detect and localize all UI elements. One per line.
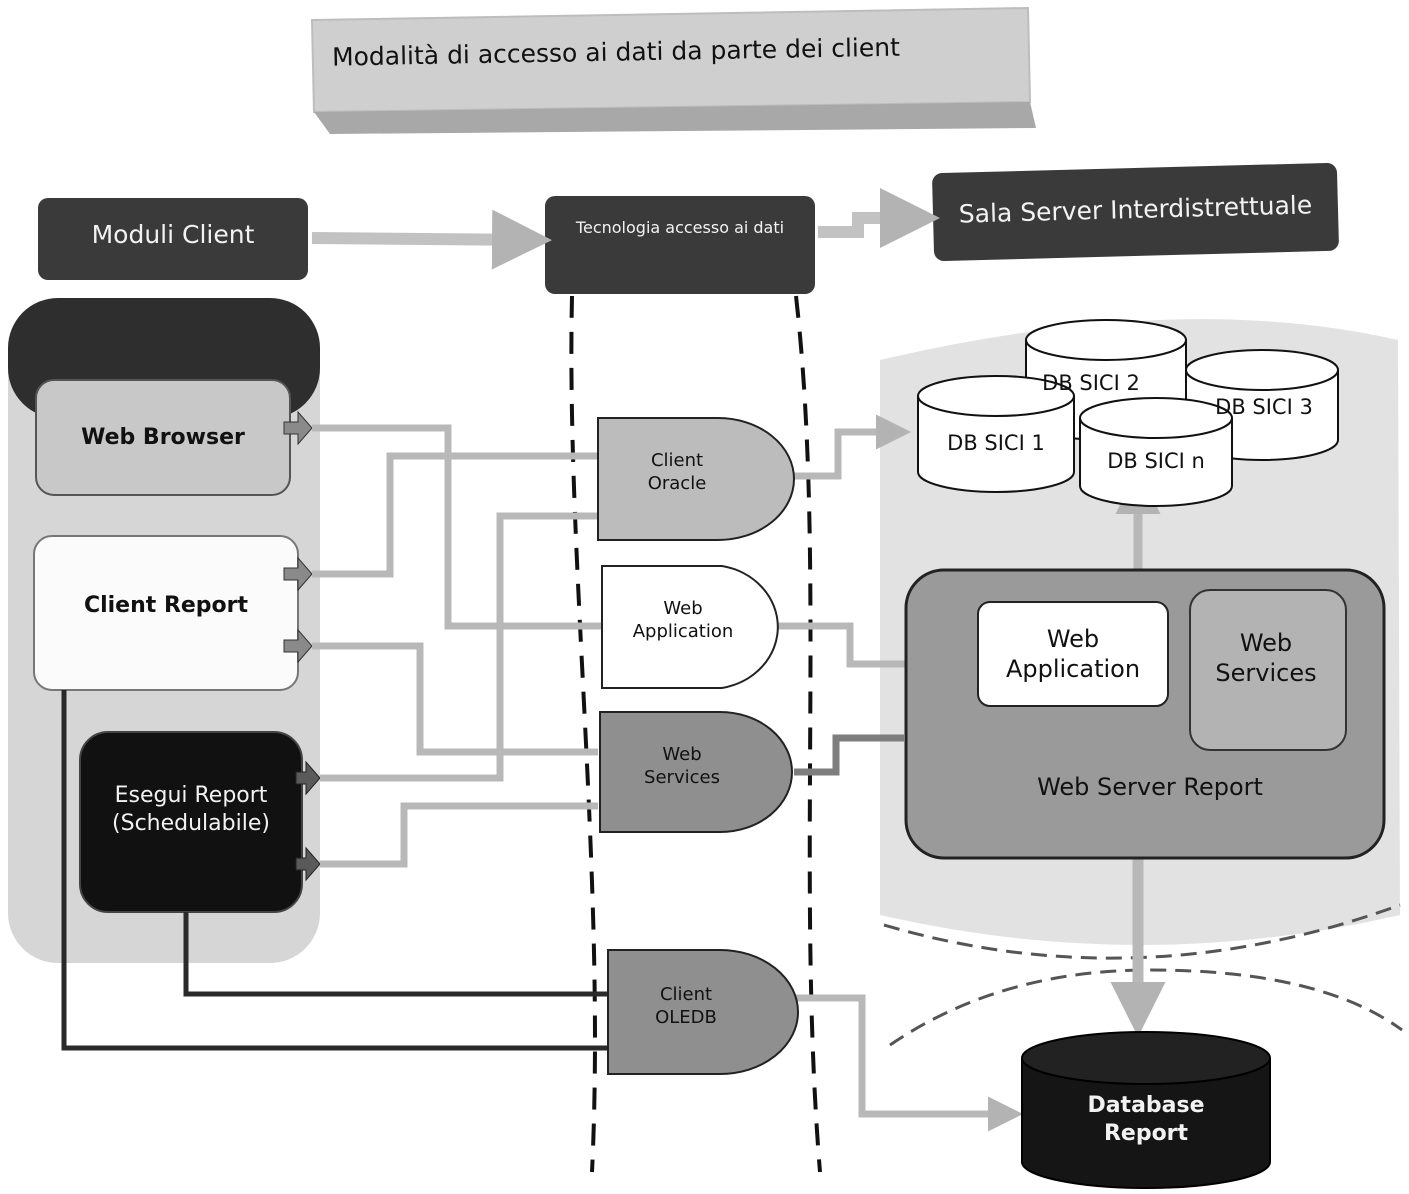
label-db-sici-2: DB SICI 2 bbox=[1042, 371, 1140, 395]
label-web-server-report: Web Server Report bbox=[1037, 773, 1263, 801]
header-tecnologia: Tecnologia accesso ai dati bbox=[575, 218, 785, 237]
label-client-oledb: Client OLEDB bbox=[655, 984, 717, 1028]
label-web-application-gate: Web Application bbox=[632, 598, 734, 642]
label-database-report: Database Report bbox=[1087, 1093, 1205, 1146]
label-web-browser: Web Browser bbox=[81, 425, 245, 450]
sala-server-box bbox=[932, 162, 1339, 262]
label-db-sici-3: DB SICI 3 bbox=[1215, 395, 1313, 419]
port-arrow-report-1 bbox=[283, 556, 313, 592]
gate-web-application bbox=[601, 565, 779, 689]
web-services-inner-box bbox=[1189, 589, 1347, 751]
header-moduli-client: Moduli Client bbox=[91, 220, 255, 249]
conn-report-services bbox=[312, 642, 598, 756]
conn-oracle-db bbox=[786, 414, 911, 480]
moduli-client-box bbox=[38, 198, 308, 280]
label-web-services-server: Web Services bbox=[1215, 629, 1317, 687]
port-arrow-report-2 bbox=[283, 628, 313, 664]
port-arrow-esegui-1 bbox=[295, 760, 321, 796]
tech-boundary-left bbox=[569, 295, 597, 1173]
label-client-report: Client Report bbox=[83, 593, 249, 618]
arrow-header-1 bbox=[311, 209, 552, 270]
port-arrow-browser bbox=[283, 410, 313, 446]
arrow-header-2 bbox=[818, 188, 940, 248]
client-report-box bbox=[33, 535, 299, 691]
conn-esegui-services bbox=[320, 802, 598, 868]
label-client-oracle: Client Oracle bbox=[647, 450, 707, 494]
label-esegui-report: Esegui Report (Schedulabile) bbox=[112, 783, 270, 836]
label-web-services-gate: Web Services bbox=[644, 744, 720, 788]
esegui-report-box bbox=[79, 731, 303, 913]
port-arrow-esegui-2 bbox=[295, 846, 321, 882]
conn-esegui-oracle bbox=[320, 512, 598, 782]
tecnologia-box bbox=[545, 196, 815, 294]
db-sici-1 bbox=[917, 375, 1075, 493]
conn-report-oracle bbox=[312, 452, 598, 578]
label-web-application-server: Web Application bbox=[1005, 625, 1141, 683]
conn-browser-webapp bbox=[312, 424, 967, 682]
web-application-inner-box bbox=[977, 601, 1169, 707]
conn-services-server bbox=[794, 734, 904, 776]
db-sici-n bbox=[1079, 397, 1233, 507]
title-banner bbox=[310, 6, 1036, 134]
database-report bbox=[1021, 1031, 1271, 1189]
gate-web-services bbox=[599, 711, 793, 833]
label-db-sici-1: DB SICI 1 bbox=[947, 431, 1045, 455]
conn-report-oledb bbox=[61, 690, 608, 1051]
conn-oledb-dbreport bbox=[796, 994, 1023, 1132]
server-boundary-bottom bbox=[889, 968, 1403, 1047]
conn-esegui-oledb bbox=[183, 912, 608, 997]
web-browser-box bbox=[35, 379, 291, 496]
tech-boundary-right bbox=[794, 295, 822, 1173]
label-db-sici-n: DB SICI n bbox=[1107, 449, 1205, 473]
gate-client-oledb bbox=[607, 949, 799, 1075]
gate-client-oracle bbox=[597, 417, 795, 541]
